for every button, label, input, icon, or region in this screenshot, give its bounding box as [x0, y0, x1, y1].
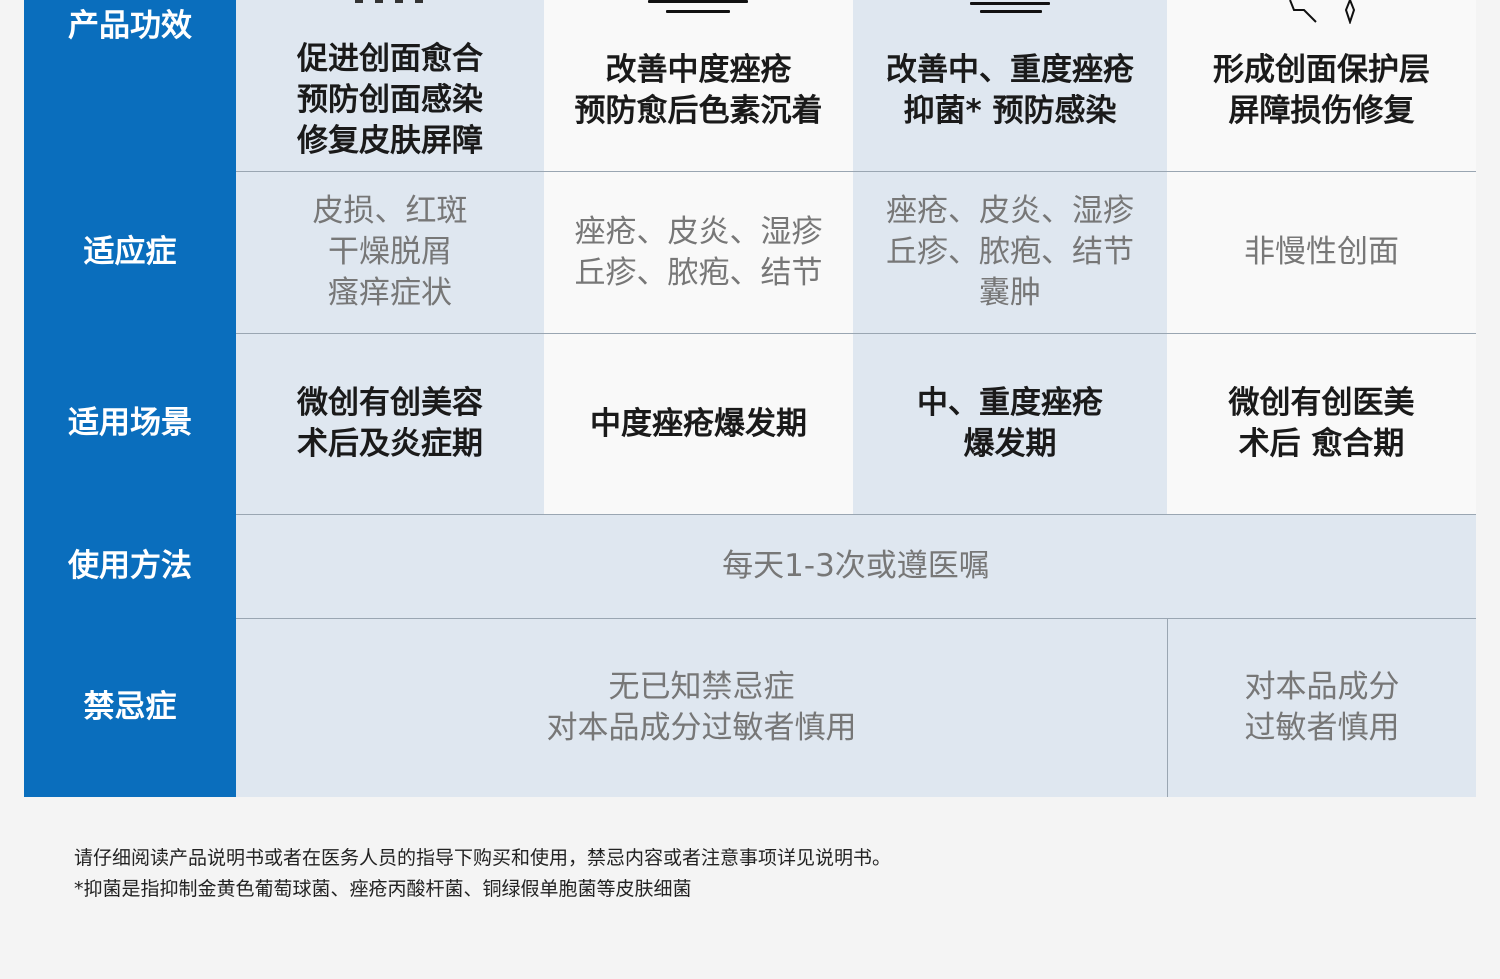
product-icon	[647, 0, 748, 13]
row-label: 适用场景	[68, 405, 192, 441]
cell-line: 形成创面保护层	[1213, 51, 1430, 88]
cell-line: 修复皮肤屏障	[297, 123, 483, 159]
product-icon	[970, 2, 1050, 13]
cell-line: 抑菌* 预防感染	[903, 92, 1117, 129]
product-icon	[355, 0, 423, 3]
cell-line: 非慢性创面	[1244, 234, 1399, 270]
indications-cell-2: 痤疮、皮炎、湿疹 丘疹、脓疱、结节	[544, 171, 853, 333]
scenarios-cell-3: 中、重度痤疮 爆发期	[853, 333, 1167, 514]
efficacy-cell-1: 促进创面愈合 预防创面感染 修复皮肤屏障	[236, 0, 544, 171]
row-header-usage: 使用方法	[24, 514, 236, 618]
indications-cell-3: 痤疮、皮炎、湿疹 丘疹、脓疱、结节 囊肿	[853, 171, 1167, 333]
contraindications-main-cell: 无已知禁忌症 对本品成分过敏者慎用	[236, 618, 1167, 797]
usage-cell: 每天1-3次或遵医嘱	[236, 514, 1476, 618]
cell-line: 丘疹、脓疱、结节	[574, 254, 823, 291]
cell-line: 改善中度痤疮	[605, 51, 792, 88]
scenarios-cell-2: 中度痤疮爆发期	[544, 333, 853, 514]
scenarios-cell-4: 微创有创医美 术后 愈合期	[1167, 333, 1476, 514]
efficacy-cell-3: 改善中、重度痤疮 抑菌* 预防感染	[853, 0, 1167, 171]
cell-line: 痤疮、皮炎、湿疹	[886, 193, 1134, 229]
cell-line: 预防愈后色素沉着	[574, 92, 823, 129]
row-header-scenarios: 适用场景	[24, 333, 236, 514]
cell-line: 预防创面感染	[297, 82, 483, 118]
row-header-contraindications: 禁忌症	[24, 618, 236, 797]
cell-line: 每天1-3次或遵医嘱	[722, 548, 990, 584]
cell-line: 对本品成分	[1244, 669, 1400, 705]
disclaimer-note: 请仔细阅读产品说明书或者在医务人员的指导下购买和使用，禁忌内容或者注意事项详见说…	[74, 847, 892, 869]
cell-line: 干燥脱屑	[328, 234, 452, 270]
row-label: 禁忌症	[83, 689, 177, 725]
cell-line: 对本品成分过敏者慎用	[546, 710, 857, 746]
cell-line: 瘙痒症状	[328, 275, 452, 311]
cell-line: 屏障损伤修复	[1228, 92, 1415, 129]
cell-line: 术后 愈合期	[1238, 426, 1405, 462]
indications-cell-4: 非慢性创面	[1167, 171, 1476, 333]
cell-line: 改善中、重度痤疮	[886, 51, 1134, 88]
footnotes: 请仔细阅读产品说明书或者在医务人员的指导下购买和使用，禁忌内容或者注意事项详见说…	[74, 843, 891, 905]
antibacterial-note: *抑菌是指抑制金黄色葡萄球菌、痤疮丙酸杆菌、铜绿假单胞菌等皮肤细菌	[74, 878, 692, 900]
cell-line: 微创有创医美	[1228, 385, 1415, 421]
sparkle-icon	[1288, 0, 1355, 24]
cell-line: 囊肿	[979, 275, 1041, 311]
cell-line: 痤疮、皮炎、湿疹	[574, 213, 823, 250]
efficacy-cell-2: 改善中度痤疮 预防愈后色素沉着	[544, 0, 853, 171]
cell-line: 术后及炎症期	[297, 426, 483, 462]
cell-line: 皮损、红斑	[312, 193, 468, 229]
efficacy-cell-4: 形成创面保护层 屏障损伤修复	[1167, 0, 1476, 171]
cell-line: 丘疹、脓疱、结节	[886, 234, 1134, 270]
cell-line: 中度痤疮爆发期	[590, 405, 807, 442]
scenarios-cell-1: 微创有创美容 术后及炎症期	[236, 333, 544, 514]
cell-line: 无已知禁忌症	[608, 669, 795, 705]
cell-line: 过敏者慎用	[1244, 710, 1400, 746]
comparison-table: 产品功效 促进创面愈合 预防创面感染 修复皮肤屏障 改善中度痤疮 预防愈后色素沉…	[24, 0, 1476, 797]
contraindications-last-cell: 对本品成分 过敏者慎用	[1167, 618, 1476, 797]
indications-cell-1: 皮损、红斑 干燥脱屑 瘙痒症状	[236, 171, 544, 333]
row-label: 使用方法	[68, 547, 192, 584]
cell-line: 微创有创美容	[297, 385, 483, 421]
row-label: 适应症	[83, 233, 177, 270]
cell-line: 中、重度痤疮	[917, 385, 1103, 421]
cell-line: 爆发期	[963, 426, 1057, 462]
cell-line: 促进创面愈合	[297, 41, 483, 77]
row-header-efficacy: 产品功效	[24, 0, 236, 171]
row-label: 产品功效	[68, 8, 192, 44]
row-header-indications: 适应症	[24, 171, 236, 333]
